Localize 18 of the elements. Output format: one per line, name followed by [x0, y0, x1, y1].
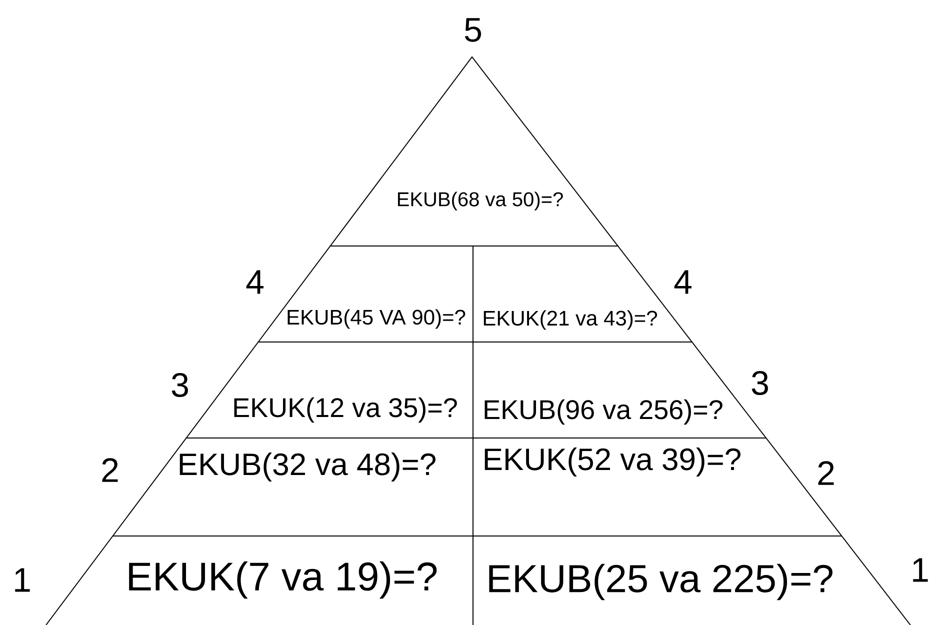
question-text: EKUB(45 VA 90)=? [288, 309, 466, 329]
row-number: 1 [15, 568, 30, 592]
row-number: 2 [102, 458, 118, 482]
row-number: 1 [913, 558, 928, 582]
question-text: EKUK(12 va 35)=? [234, 397, 457, 423]
question-text: EKUB(68 va 50)=? [398, 192, 563, 210]
row-number: 3 [172, 372, 188, 398]
question-text: EKUK(52 va 39)=? [484, 448, 740, 476]
question-text: EKUK(21 va 43)=? [484, 310, 658, 330]
row-number: 4 [246, 270, 264, 294]
question-text: EKUB(25 va 225)=? [489, 564, 832, 600]
row-number: 3 [752, 370, 768, 396]
row-number: 2 [818, 461, 834, 485]
question-text: EKUB(32 va 48)=? [180, 452, 436, 482]
row-number: 4 [674, 270, 692, 294]
row-number: 5 [464, 18, 482, 42]
question-text: EKUB(96 va 256)=? [484, 399, 722, 425]
question-text: EKUK(7 va 19)=? [129, 561, 437, 599]
